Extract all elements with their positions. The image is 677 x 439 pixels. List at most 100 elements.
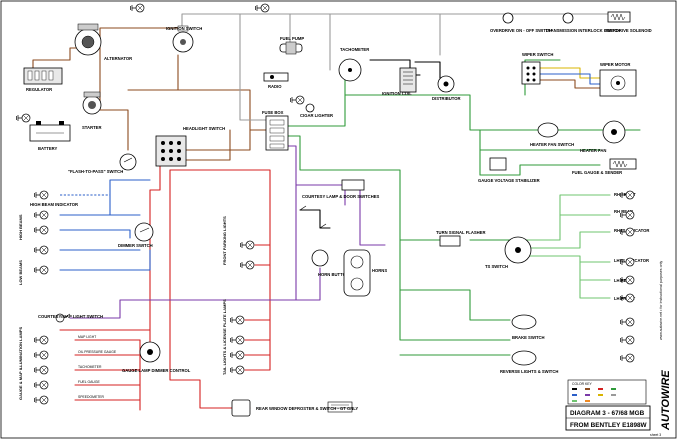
color-key: [567, 379, 647, 405]
tail-lights-label: TAIL LIGHTS & LICENSE PLATE LAMPS: [222, 299, 227, 375]
wire-brown: [99, 47, 129, 151]
fuse-box: [265, 115, 289, 151]
rear-window-defroster-label: REAR WINDOW DEFROSTER & SWITCH - GT ONLY: [256, 406, 358, 411]
wire-yellow: [539, 67, 601, 79]
wire-green: [399, 289, 511, 321]
lamp-bulb-icon: [34, 245, 49, 255]
wire-purple: [285, 145, 331, 186]
overdrive-switch: [502, 12, 514, 24]
distributor-label: DISTRIBUTOR: [432, 96, 461, 101]
lamp-bulb-icon: [230, 365, 245, 375]
wiper-switch: [521, 61, 541, 85]
lh-front-label: LH FRONT: [614, 296, 636, 301]
brand-logo: AUTOWIRE: [660, 370, 672, 431]
wire-group: [32, 13, 641, 411]
wire-blue: [539, 73, 601, 85]
wiper-motor: [599, 69, 637, 97]
gauge-lamp-item: MAP LIGHT: [78, 335, 96, 339]
diagram-title-line1: DIAGRAM 3 - 67/68 MGB: [570, 410, 645, 417]
rh-rear-label: RH REAR: [614, 209, 633, 214]
lamp-bulb-icon: [620, 353, 635, 363]
transmission-interlock-label: TRANSMISSION INTERLOCK SWITCH: [545, 28, 620, 33]
wire-white: [239, 13, 331, 71]
lamp-bulb-icon: [620, 210, 635, 220]
lh-rear-label: LH REAR: [614, 278, 633, 283]
wire-red: [244, 264, 271, 371]
courtesy-switches-label: COURTESY LAMP & DOOR SWITCHES: [302, 194, 380, 199]
regulator-label: REGULATOR: [26, 87, 52, 92]
wire-blue: [59, 249, 151, 271]
sheet-number: sheet 3: [650, 433, 661, 437]
courtesy-map-switch-label: COURTESY/MAP LIGHT SWITCH: [38, 314, 103, 319]
wire-red: [169, 169, 271, 226]
lamp-bulb-icon: [16, 113, 31, 123]
tachometer-label: TACHOMETER: [340, 47, 369, 52]
gauge-lamp-dimmer: [139, 341, 161, 363]
wire-green: [479, 164, 601, 176]
courtesy-map-switch: [55, 313, 71, 323]
lamp-bulb-icon: [290, 95, 305, 105]
lamp-bulb-icon: [34, 210, 49, 220]
lamp-bulb-icon: [34, 365, 49, 375]
gauge-voltage-stabilizer: [489, 157, 507, 171]
lamp-bulb-icon: [255, 3, 270, 13]
wire-brown: [177, 89, 269, 131]
battery: [29, 121, 71, 142]
watermark-text: www.autowire.net • for instructional pur…: [659, 261, 663, 340]
wire-brown: [127, 54, 179, 91]
cigar-lighter: [305, 103, 315, 113]
ignition-coil-label: IGNITION COIL: [382, 91, 412, 96]
gauge-lamps-label: GAUGE & MAP ILLUMINATION LAMPS: [18, 326, 23, 400]
overdrive-switch-label: OVERDRIVE ON - OFF SWITCH: [490, 28, 552, 33]
battery-label: BATTERY: [38, 146, 58, 151]
overdrive-solenoid-label: OVERDRIVE SOLENOID: [604, 28, 652, 33]
wire-purple: [295, 184, 321, 301]
wiper-motor-label: WIPER MOTOR: [600, 62, 630, 67]
ts-switch-label: TS SWITCH: [485, 264, 508, 269]
reverse-switch: [511, 350, 537, 366]
turn-signal-switch: [504, 236, 532, 264]
lamp-bulb-icon: [230, 315, 245, 325]
title-block: [565, 405, 651, 431]
wire-red: [149, 161, 161, 346]
gauge-stabilizer-label: GAUGE VOLTAGE STABILIZER: [478, 178, 540, 183]
lamp-bulb-icon: [130, 3, 145, 13]
ignition-coil: [399, 67, 417, 93]
alternator-label: ALTERNATOR: [104, 56, 132, 61]
lamp-bulb-icon: [240, 240, 255, 250]
wire-brown: [539, 79, 601, 89]
starter: [82, 91, 102, 115]
horns: [343, 249, 371, 297]
low-beams-label: LOW BEAMS: [18, 260, 23, 285]
dimmer-switch-label: DIMMER SWITCH: [118, 243, 153, 248]
flash-to-pass-label: "FLASH-TO-PASS" SWITCH: [68, 169, 123, 174]
wire-black: [414, 61, 441, 79]
turn-signal-flasher: [439, 235, 461, 247]
wire-green: [285, 59, 346, 127]
headlight-switch: [155, 135, 187, 167]
distributor: [437, 75, 455, 93]
lamp-bulb-icon: [620, 335, 635, 345]
lamp-group: [16, 3, 635, 405]
wire-brown: [185, 129, 251, 151]
lamp-bulb-icon: [34, 335, 49, 345]
color-key-title: COLOR KEY: [572, 382, 593, 386]
rear-window-defroster: [231, 399, 353, 417]
headlight-switch-label: HEADLIGHT SWITCH: [183, 126, 225, 131]
wire-lightgreen: [524, 194, 611, 241]
tachometer: [338, 58, 362, 82]
cigar-lighter-label: CIGAR LIGHTER: [300, 113, 333, 118]
lamp-bulb-icon: [34, 265, 49, 275]
wire-purple: [359, 189, 386, 246]
lamp-bulb-icon: [34, 380, 49, 390]
fuel-gauge-label: FUEL GAUGE & SENDER: [572, 170, 622, 175]
wire-blue: [109, 179, 151, 216]
gauge-lamp-item: OIL PRESSURE GAUGE: [78, 350, 117, 354]
wire-green: [285, 135, 441, 241]
alternator: [74, 23, 102, 56]
diagram-title-line2: FROM BENTLEY E1898W: [570, 422, 648, 429]
wire-lightgreen: [579, 279, 611, 299]
brake-switch-label: BRAKE SWITCH: [512, 335, 545, 340]
